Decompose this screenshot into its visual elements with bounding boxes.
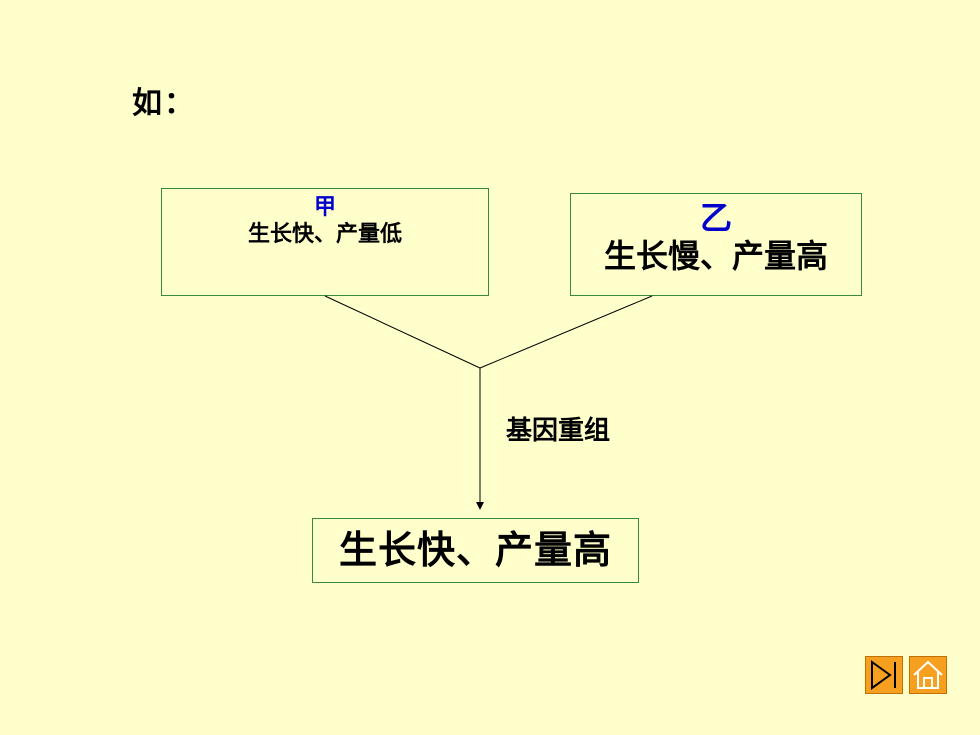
home-icon <box>913 660 943 689</box>
offspring-trait: 生长快、产量高 <box>338 528 612 572</box>
play-next-icon <box>871 660 896 690</box>
parent-b-name: 乙 <box>699 199 732 237</box>
parent-box-a: 甲 生长快、产量低 <box>161 188 489 296</box>
connector-line-a <box>324 295 481 369</box>
connector-line-b <box>479 295 653 369</box>
parent-b-trait: 生长慢、产量高 <box>603 237 828 275</box>
parent-a-trait: 生长快、产量低 <box>247 222 402 247</box>
home-button[interactable] <box>909 656 947 694</box>
next-slide-button[interactable] <box>865 656 903 694</box>
offspring-box: 生长快、产量高 <box>312 518 639 583</box>
slide-heading: 如： <box>132 86 196 121</box>
parent-a-name: 甲 <box>313 195 336 220</box>
process-label: 基因重组 <box>506 416 611 446</box>
parent-box-b: 乙 生长慢、产量高 <box>570 193 862 296</box>
